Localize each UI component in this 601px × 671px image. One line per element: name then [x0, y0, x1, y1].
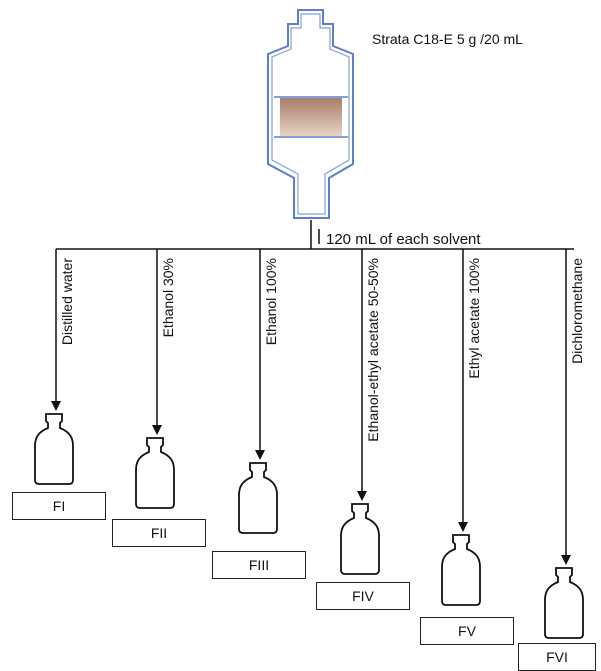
solvent-label: Distilled water [59, 258, 75, 345]
bottle-icon [34, 413, 74, 485]
bottle-icon [340, 503, 380, 575]
branch-4: Ethanol-ethyl acetate 50-50% [340, 249, 381, 575]
fraction-label: FVI [518, 643, 596, 671]
bottle-icon [238, 462, 278, 534]
fraction-label: FI [12, 492, 106, 520]
column-name-label: Strata C18-E 5 g /20 mL [372, 31, 523, 47]
solvent-volume-note: 120 mL of each solvent [326, 231, 481, 248]
solvent-label: Ethyl acetate 100% [466, 258, 482, 379]
branch-3: Ethanol 100% [238, 249, 279, 534]
solvent-label: Ethanol 30% [160, 258, 176, 337]
branch-1: Distilled water [34, 249, 75, 485]
branch-2: Ethanol 30% [135, 249, 176, 509]
fraction-label: FIII [212, 551, 306, 579]
bottle-icon [135, 437, 175, 509]
solvent-label: Ethanol 100% [263, 258, 279, 345]
solvent-label: Dichloromethane [569, 258, 585, 364]
fraction-label: FIV [316, 582, 410, 610]
fraction-label: FII [112, 519, 206, 547]
solvent-label: Ethanol-ethyl acetate 50-50% [365, 258, 381, 442]
spe-column-icon [267, 9, 354, 219]
branch-5: Ethyl acetate 100% [441, 249, 482, 606]
bottle-icon [441, 534, 481, 606]
bottle-icon [544, 567, 584, 639]
fraction-label: FV [420, 617, 514, 645]
column-packing [280, 98, 342, 136]
branch-6: Dichloromethane [544, 249, 585, 639]
branches: Distilled water Ethanol 30% Ethanol 100% Et… [34, 249, 585, 639]
